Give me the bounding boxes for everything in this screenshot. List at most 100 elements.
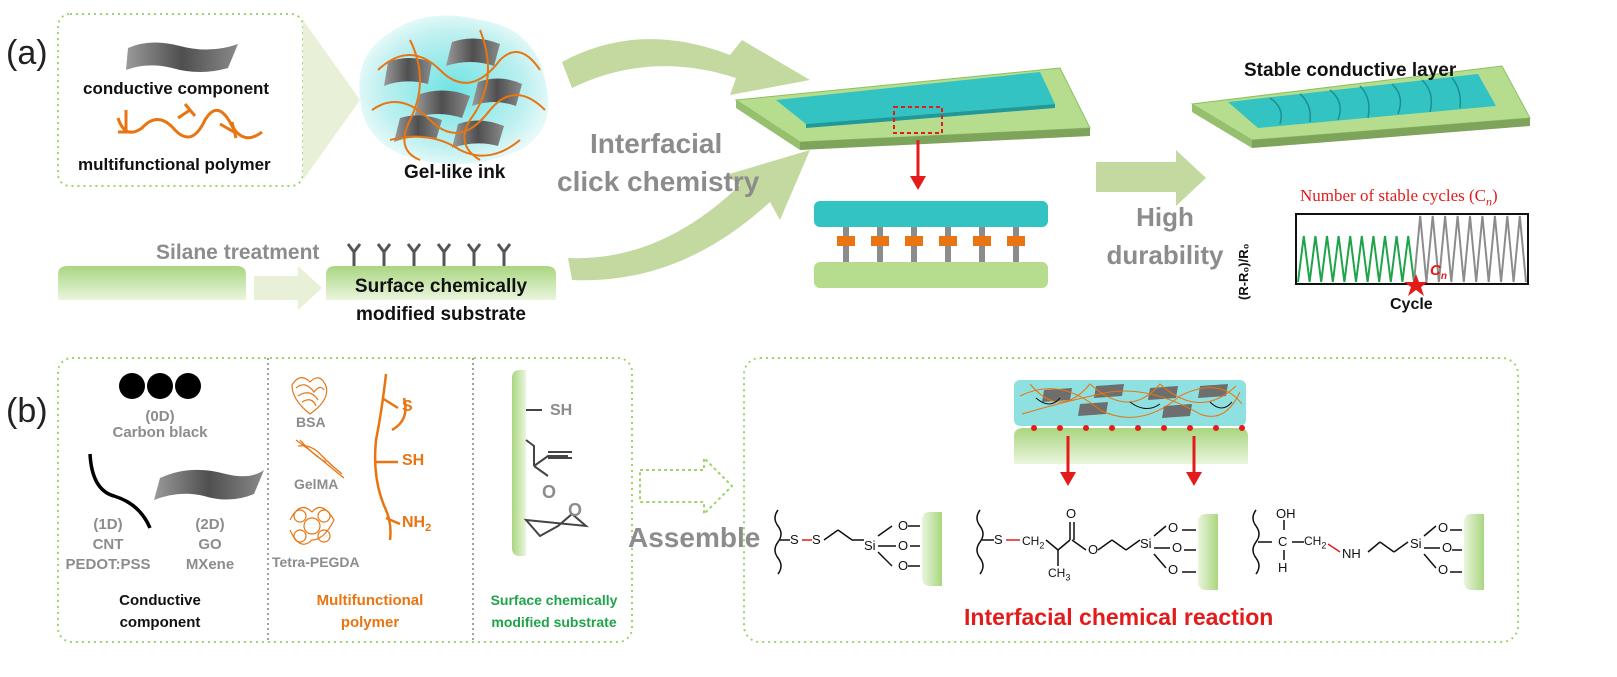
silane-unit bbox=[466, 243, 482, 266]
silane-groups bbox=[346, 243, 512, 266]
two-d-label: (2D) bbox=[195, 516, 225, 533]
interfacial-reaction-label: Interfacial chemical reaction bbox=[964, 604, 1274, 630]
chem-si3: Si bbox=[1410, 536, 1422, 551]
polymer-backbone bbox=[373, 373, 392, 541]
silane-unit bbox=[436, 243, 452, 266]
polymer-chain-icon bbox=[116, 109, 263, 140]
linker-unit bbox=[905, 227, 923, 262]
click-chemistry-label-1: Interfacial bbox=[590, 128, 723, 159]
chem-ester-o: O bbox=[1088, 542, 1099, 557]
cnt-label: CNT bbox=[92, 536, 124, 553]
assemble-label: Assemble bbox=[628, 522, 761, 553]
chem-h: H bbox=[1278, 560, 1288, 575]
anchor-dot bbox=[1239, 425, 1245, 431]
durability-label-2: durability bbox=[1106, 240, 1224, 270]
multifunctional-polymer-label-1: Multifunctional bbox=[316, 592, 424, 609]
chem-s1: S bbox=[790, 532, 799, 547]
chem-o3c: O bbox=[1438, 562, 1449, 577]
go-label: GO bbox=[198, 536, 222, 553]
chem-c: C bbox=[1278, 534, 1288, 549]
chem-substrate-3 bbox=[1464, 514, 1484, 590]
device-conductive-layer bbox=[776, 72, 1055, 124]
ink-to-device-arrow bbox=[562, 39, 810, 95]
stable-cycles-title: Number of stable cycles (Cn) bbox=[1300, 186, 1498, 209]
cross-section-top-layer bbox=[814, 201, 1048, 227]
carbon-black-dot bbox=[119, 373, 145, 399]
substrate-sh-label: SH bbox=[550, 402, 573, 419]
modified-substrate-label-2: modified substrate bbox=[356, 304, 526, 325]
anchor-dot bbox=[1161, 425, 1167, 431]
linker-unit bbox=[1007, 227, 1025, 262]
chem-nh: NH bbox=[1342, 546, 1361, 561]
stable-conductive-layer bbox=[1228, 74, 1496, 128]
chem-o1c: O bbox=[898, 558, 909, 573]
legend-polymer-label: multifunctional polymer bbox=[78, 155, 271, 174]
device-substrate-side bbox=[736, 100, 800, 150]
chem-ch2a: CH2 bbox=[1022, 534, 1045, 551]
vertical-substrate bbox=[512, 370, 526, 556]
click-chemistry-label-2: click chemistry bbox=[557, 166, 760, 197]
stable-layer-cracks bbox=[1269, 77, 1462, 125]
chem-o2b: O bbox=[1172, 540, 1183, 555]
conductive-sheet-icon bbox=[126, 42, 238, 72]
chem-o2a: O bbox=[1168, 520, 1179, 535]
chem-substrate-2 bbox=[1198, 514, 1218, 590]
x-axis-label: Cycle bbox=[1390, 296, 1433, 313]
panel-a-label: (a) bbox=[6, 34, 48, 72]
chem-carbonyl-o: O bbox=[1066, 506, 1077, 521]
pedot-label: PEDOT:PSS bbox=[65, 556, 151, 573]
anchor-dot bbox=[1109, 425, 1115, 431]
group-nh2-label: NH2 bbox=[402, 514, 432, 535]
anchor-dot bbox=[1213, 425, 1219, 431]
anchor-dot bbox=[1187, 425, 1193, 431]
gel-polymer-strands bbox=[371, 29, 546, 161]
bsa-icon bbox=[291, 377, 328, 415]
anchor-dot bbox=[1057, 425, 1063, 431]
anchor-dot bbox=[1083, 425, 1089, 431]
panel-b-label: (b) bbox=[6, 392, 48, 430]
silane-unit bbox=[346, 243, 362, 266]
bsa-label: BSA bbox=[296, 414, 326, 430]
chem-oh: OH bbox=[1276, 506, 1296, 521]
bare-substrate bbox=[58, 266, 246, 300]
tetra-pegda-icon bbox=[289, 506, 335, 545]
substrate-epoxy-o-label: O bbox=[568, 500, 583, 520]
anchor-dot bbox=[1135, 425, 1141, 431]
silane-unit bbox=[496, 243, 512, 266]
polymer-anchor-icons bbox=[118, 103, 238, 139]
cross-section-linkers bbox=[837, 227, 1025, 262]
unstable-cycles-wave bbox=[1413, 215, 1527, 283]
chem-ch3: CH3 bbox=[1048, 566, 1071, 583]
silane-unit bbox=[376, 243, 392, 266]
gelma-label: GelMA bbox=[294, 476, 339, 492]
chem-si2: Si bbox=[1140, 536, 1152, 551]
chem-o1b: O bbox=[898, 538, 909, 553]
multifunctional-polymer-label-2: polymer bbox=[340, 614, 400, 631]
reaction-ink-black-strands bbox=[1035, 397, 1233, 409]
chem-o3a: O bbox=[1438, 520, 1449, 535]
assemble-arrow bbox=[639, 455, 734, 517]
stable-layer-label: Stable conductive layer bbox=[1244, 60, 1457, 81]
chem-structure-2 bbox=[976, 509, 1170, 575]
group-sh-label: SH bbox=[402, 452, 425, 469]
chem-s3: S bbox=[994, 532, 1003, 547]
carbon-black-dot bbox=[175, 373, 201, 399]
chem-o1a: O bbox=[898, 518, 909, 533]
device-substrate-edge bbox=[800, 128, 1090, 150]
one-d-label: (1D) bbox=[93, 516, 123, 533]
group-s-label: S bbox=[402, 398, 413, 415]
cnt-fiber-icon bbox=[88, 453, 152, 529]
durability-label-1: High bbox=[1136, 202, 1194, 232]
legend-conductive-label: conductive component bbox=[83, 79, 270, 98]
gelma-icon bbox=[295, 439, 345, 479]
silane-arrow bbox=[254, 266, 322, 310]
carbon-black-label: Carbon black bbox=[112, 424, 208, 441]
chem-substrate-1 bbox=[922, 512, 942, 586]
chem-si1: Si bbox=[864, 538, 876, 553]
cross-section-substrate bbox=[814, 262, 1048, 288]
chem-structure-3 bbox=[1252, 509, 1440, 575]
chem-ch2b: CH2 bbox=[1304, 534, 1327, 551]
chem-o2c: O bbox=[1168, 562, 1179, 577]
chem-structure-1 bbox=[774, 509, 896, 575]
stable-cycles-wave bbox=[1297, 235, 1415, 283]
